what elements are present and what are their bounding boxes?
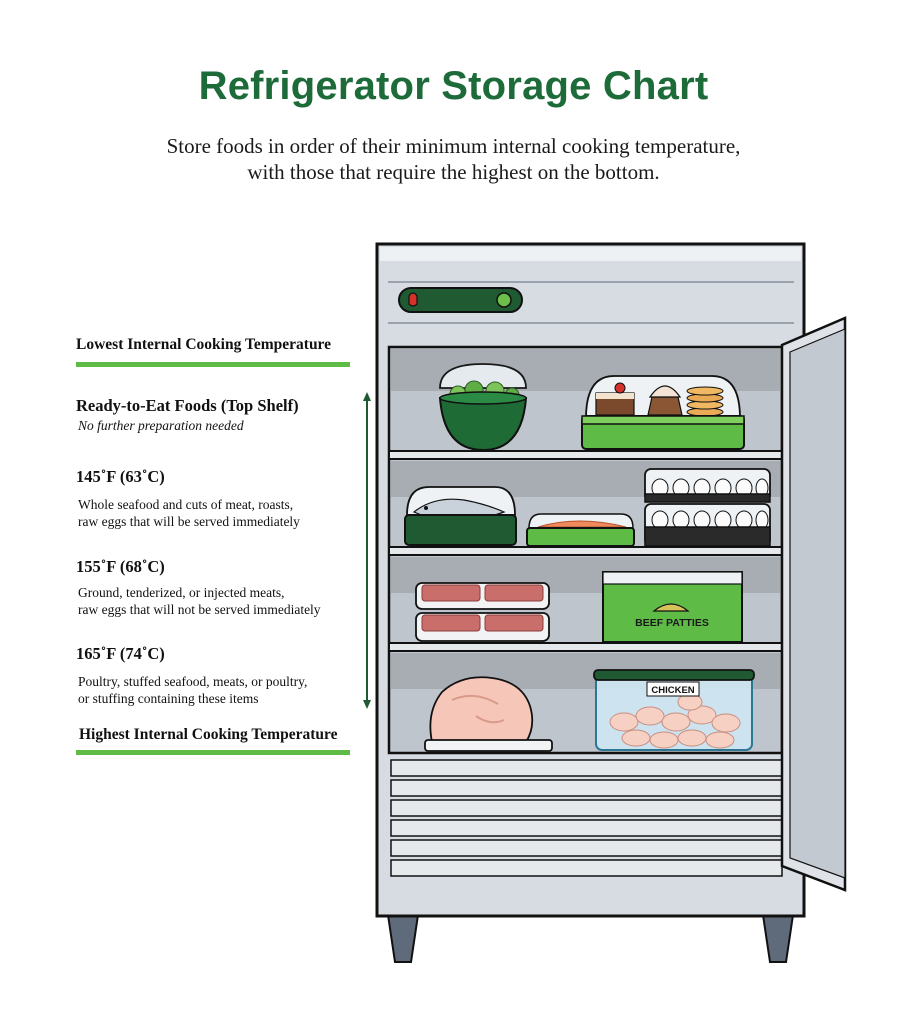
subtitle-line-1: Store foods in order of their minimum in… (166, 134, 741, 158)
highest-temp-label: Highest Internal Cooking Temperature (79, 726, 338, 743)
beef-patties-box-icon: BEEF PATTIES (602, 571, 743, 643)
fridge-door (780, 316, 847, 892)
salmon-tray-icon (526, 513, 635, 547)
whole-chicken-icon (424, 676, 553, 752)
shelf-1 (388, 450, 783, 460)
highest-temp-bar (76, 750, 350, 755)
level-heading-155: 155˚F (68˚C) (76, 557, 165, 576)
lowest-temp-label: Lowest Internal Cooking Temperature (76, 336, 332, 353)
level-desc-165-line1: Poultry, stuffed seafood, meats, or poul… (78, 674, 308, 689)
fridge-leg-right (761, 914, 795, 963)
ground-meat-trays-icon (415, 582, 550, 642)
lowest-temp-bar (76, 362, 350, 367)
level-desc-165-line2: or stuffing containing these items (78, 691, 259, 706)
dessert-container-icon (581, 375, 745, 450)
beef-patties-label: BEEF PATTIES (635, 617, 709, 629)
subtitle-line-2: with those that require the highest on t… (247, 160, 660, 184)
thermostat-panel (398, 287, 523, 313)
level-heading-ready-to-eat: Ready-to-Eat Foods (Top Shelf) (76, 396, 299, 415)
level-desc-145-line2: raw eggs that will be served immediately (78, 514, 300, 529)
level-desc-155-line1: Ground, tenderized, or injected meats, (78, 585, 285, 600)
level-heading-145: 145˚F (63˚C) (76, 467, 165, 486)
page-subtitle: Store foods in order of their minimum in… (0, 133, 907, 185)
green-light-icon (496, 292, 512, 308)
page-title: Refrigerator Storage Chart (198, 64, 709, 108)
fridge-leg-left (386, 914, 420, 963)
level-desc-155-line2: raw eggs that will not be served immedia… (78, 602, 321, 617)
chicken-container-label: CHICKEN (651, 685, 694, 696)
shelf-3 (388, 642, 783, 652)
salad-bowl-icon (438, 363, 528, 452)
red-light-icon (408, 292, 418, 307)
level-heading-165: 165˚F (74˚C) (76, 644, 165, 663)
egg-cartons-icon (644, 468, 771, 547)
temperature-scale-arrow (363, 392, 371, 709)
chicken-container-icon: CHICKEN (593, 669, 755, 751)
level-note-ready-to-eat: No further preparation needed (78, 418, 244, 433)
fish-container-icon (404, 486, 517, 546)
level-desc-145-line1: Whole seafood and cuts of meat, roasts, (78, 497, 294, 512)
shelf-2 (388, 546, 783, 556)
